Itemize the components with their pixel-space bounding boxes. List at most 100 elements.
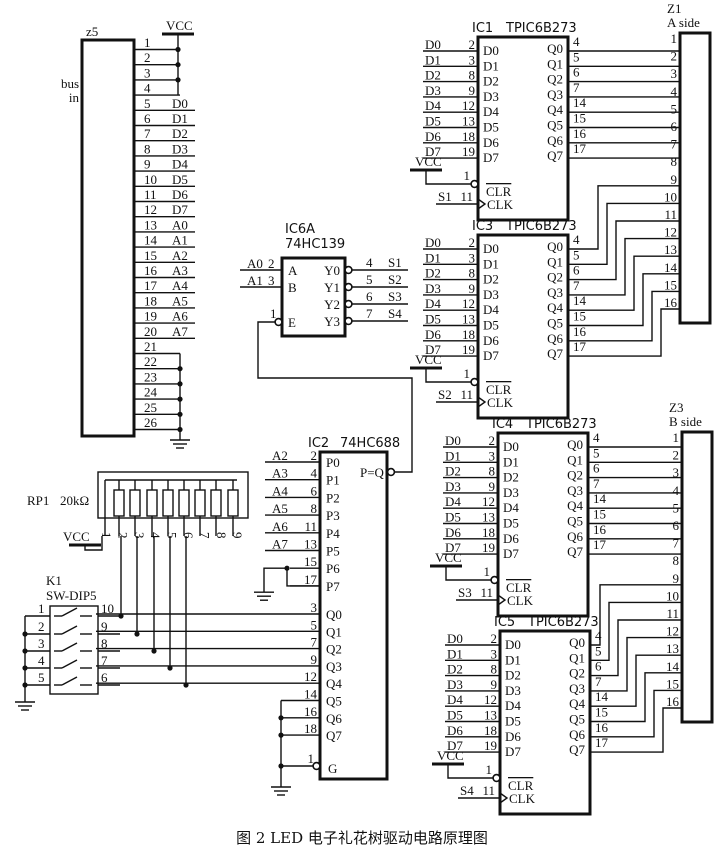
driver-clk-number: 11 xyxy=(482,783,495,798)
driver-q-number: 17 xyxy=(595,735,609,750)
driver-input-number: 12 xyxy=(482,494,495,509)
driver-q-name: Q1 xyxy=(567,452,583,467)
led-connector-pin-number: 8 xyxy=(671,154,678,169)
led-wire xyxy=(590,707,682,753)
led-connector-label: B side xyxy=(669,414,702,429)
comparator-pin-number: 13 xyxy=(304,537,317,552)
resistor-body xyxy=(178,489,190,517)
driver-input-net: D3 xyxy=(425,83,441,98)
driver-clk-number: 11 xyxy=(460,189,473,204)
driver-q-name: Q7 xyxy=(567,544,583,559)
bus-pin: 4 xyxy=(134,81,180,96)
driver-q-name: Q4 xyxy=(569,696,585,711)
driver-q-number: 16 xyxy=(573,324,587,339)
bus-pin-number: 11 xyxy=(144,187,157,202)
bus-pin-number: 19 xyxy=(144,309,157,324)
comparator-pin-name: Q1 xyxy=(326,624,342,639)
resistor-element xyxy=(146,480,158,536)
comparator-pin-name: P3 xyxy=(326,508,340,523)
driver-input-number: 12 xyxy=(462,98,475,113)
driver-clr-number: 1 xyxy=(486,762,493,777)
led-connector-pin-number: 12 xyxy=(666,624,679,639)
driver-q-name: Q0 xyxy=(547,41,563,56)
driver-q-number: 16 xyxy=(595,720,609,735)
driver-input-number: 9 xyxy=(469,281,476,296)
driver-part: TPIC6B273 xyxy=(505,21,577,36)
driver-q-number: 5 xyxy=(573,247,580,262)
led-connector-pin-number: 15 xyxy=(666,676,679,691)
driver-part: TPIC6B273 xyxy=(505,219,577,234)
driver-q-name: Q5 xyxy=(547,118,563,133)
comparator-pin-number: 5 xyxy=(311,617,318,632)
comparator-pin-name: Q3 xyxy=(326,659,342,674)
bus-pin-net: D6 xyxy=(172,187,188,202)
bus-pin-number: 25 xyxy=(144,400,157,415)
switch-lever xyxy=(61,659,78,669)
driver-input-number: 3 xyxy=(469,52,476,67)
inversion-bubble xyxy=(344,265,353,275)
vcc-label: VCC xyxy=(437,748,464,763)
driver-clk-name: CLK xyxy=(509,791,536,806)
comparator-input-net: A7 xyxy=(272,537,288,552)
driver-input-net: D5 xyxy=(445,510,461,525)
driver-d-name: D2 xyxy=(505,668,521,683)
comparator-input-net: A5 xyxy=(272,501,288,516)
driver-d-name: D5 xyxy=(483,318,499,333)
led-connector-pin-number: 14 xyxy=(664,260,678,275)
led-connector-pin-number: 13 xyxy=(666,641,679,656)
driver-clr-wire xyxy=(425,170,471,185)
led-wire xyxy=(568,308,680,357)
led-connector-pin-number: 11 xyxy=(664,207,677,222)
driver-q-name: Q1 xyxy=(569,650,585,665)
bus-pin: 25 xyxy=(134,400,180,415)
bus-pin: 17 A4 xyxy=(134,278,195,294)
driver-input-net: D7 xyxy=(447,738,463,753)
driver-input-number: 19 xyxy=(462,144,475,159)
junction-dot xyxy=(177,396,183,402)
driver-input-net: D6 xyxy=(447,723,463,738)
decoder-output-name: Y0 xyxy=(324,263,340,278)
comparator-pin-number: 2 xyxy=(311,448,318,463)
driver-input-number: 13 xyxy=(484,708,497,723)
driver-q-number: 17 xyxy=(573,141,587,156)
clock-edge-icon xyxy=(477,396,487,408)
led-connector-pin-number: 2 xyxy=(671,49,678,64)
bus-pin-number: 16 xyxy=(144,263,158,278)
bus-pin-net: D1 xyxy=(172,111,188,126)
led-wire xyxy=(568,237,680,296)
driver-q-name: Q5 xyxy=(569,712,585,727)
p7-tie-wire xyxy=(286,568,320,587)
comparator-pin-number: 7 xyxy=(311,635,318,650)
driver-q-number: 4 xyxy=(595,628,602,643)
caption-text: 图 2 LED 电子礼花树驱动电路原理图 xyxy=(236,829,488,847)
driver-clr-wire xyxy=(445,566,491,581)
driver-d-name: D3 xyxy=(483,89,499,104)
driver-body xyxy=(476,35,570,222)
bus-pin-net: A4 xyxy=(172,278,188,293)
driver-d-name: D6 xyxy=(505,729,521,744)
decoder-output-name: Y1 xyxy=(324,280,340,295)
led-connector-pin-number: 7 xyxy=(671,137,678,152)
bus-pin-net: A7 xyxy=(172,324,188,339)
bus-pin-number: 17 xyxy=(144,278,158,293)
driver-clk-number: 11 xyxy=(480,585,493,600)
driver-q-number: 14 xyxy=(593,491,607,506)
